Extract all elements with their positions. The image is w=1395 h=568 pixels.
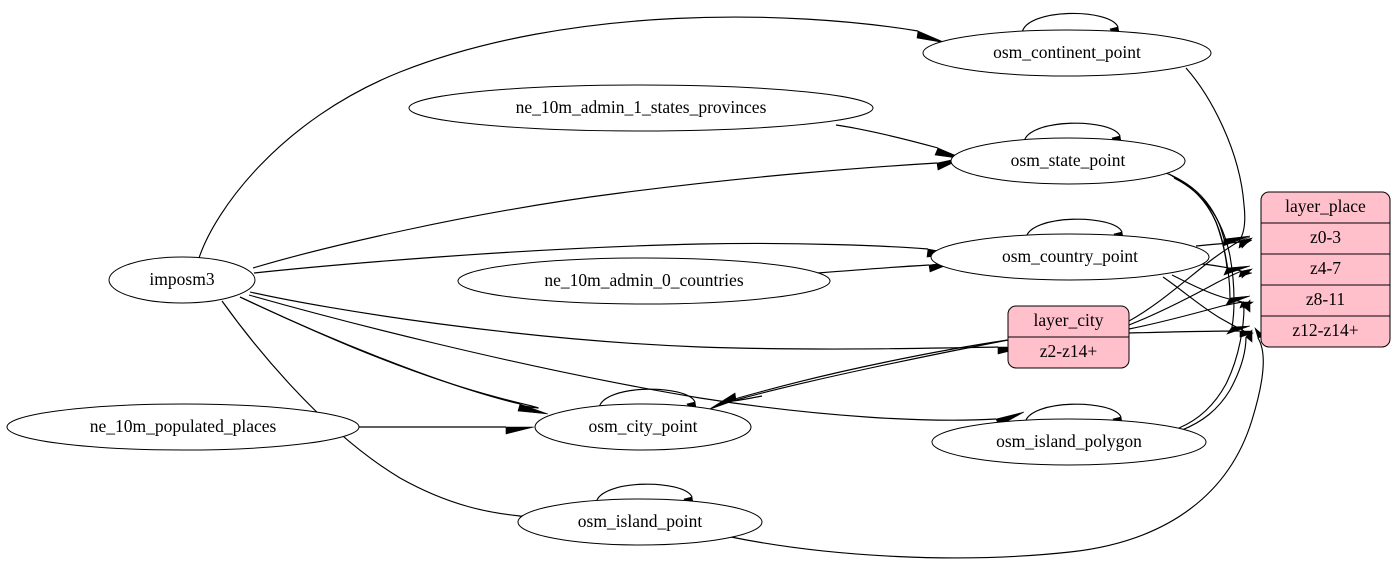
nodes-layer: imposm3 ne_10m_admin_1_states_provinces … [6, 29, 1391, 546]
node-label-ne_10m_admin_1_states_provinces: ne_10m_admin_1_states_provinces [516, 97, 767, 117]
edge-imposm3-to-osm_continent_point [198, 16, 947, 259]
record-row-layer_place-2[interactable]: z8-11 [1306, 289, 1345, 309]
edge-layer_city-to-osm_city_point [707, 339, 1009, 411]
edge-osm_continent_point-to-layer_place-z0-3 [1185, 67, 1251, 244]
node-osm_continent_point[interactable]: osm_continent_point [922, 29, 1212, 77]
record-title-layer_city: layer_city [1034, 310, 1104, 330]
record-row-layer_place-1[interactable]: z4-7 [1310, 258, 1341, 278]
edge-osm_island_polygon-to-layer_place-z12-z14 [1181, 329, 1253, 431]
node-label-osm_island_point: osm_island_point [578, 511, 703, 531]
node-label-ne_10m_populated_places: ne_10m_populated_places [90, 416, 277, 436]
edge-layer_city-to-layer_place-z0-3 [1128, 237, 1253, 322]
node-osm_country_point[interactable]: osm_country_point [930, 233, 1210, 281]
node-label-osm_continent_point: osm_continent_point [993, 42, 1141, 62]
node-ne_10m_admin_0_countries[interactable]: ne_10m_admin_0_countries [457, 257, 831, 305]
node-imposm3[interactable]: imposm3 [108, 256, 256, 304]
node-label-imposm3: imposm3 [149, 269, 214, 289]
record-row-layer_place-0[interactable]: z0-3 [1310, 227, 1341, 247]
edge-layer_city-to-layer_place-z4-7 [1128, 268, 1254, 326]
node-label-ne_10m_admin_0_countries: ne_10m_admin_0_countries [544, 270, 743, 290]
node-ne_10m_populated_places[interactable]: ne_10m_populated_places [6, 403, 360, 451]
node-osm_city_point[interactable]: osm_city_point [534, 403, 752, 451]
edge-osm_island_polygon-to-layer_place-z8-11 [1178, 299, 1251, 429]
edge-layer_city-to-layer_place-z12-z14 [1128, 330, 1253, 338]
edge-imposm3-to-osm_state_point [252, 156, 966, 269]
node-label-osm_city_point: osm_city_point [589, 416, 698, 436]
edge-imposm3-to-osm_city_point [239, 296, 549, 415]
node-label-osm_island_polygon: osm_island_polygon [996, 431, 1142, 451]
edge-osm_state_point-to-layer_place-z0-3 [1165, 172, 1251, 247]
node-label-osm_country_point: osm_country_point [1002, 246, 1138, 266]
node-osm_island_polygon[interactable]: osm_island_polygon [931, 418, 1207, 466]
record-node-layer_city[interactable]: layer_city z2-z14+ [1007, 305, 1130, 369]
node-ne_10m_admin_1_states_provinces[interactable]: ne_10m_admin_1_states_provinces [408, 84, 874, 132]
edge-ne_admin1-to-osm_state_point [835, 124, 965, 160]
node-osm_island_point[interactable]: osm_island_point [517, 498, 763, 546]
record-row-layer_city-0[interactable]: z2-z14+ [1040, 341, 1098, 361]
node-label-osm_state_point: osm_state_point [1011, 150, 1126, 170]
node-osm_state_point[interactable]: osm_state_point [950, 137, 1186, 185]
record-title-layer_place: layer_place [1285, 196, 1366, 216]
edge-osm_country_point-to-layer_place-z8-11 [1171, 274, 1253, 309]
record-row-layer_place-3[interactable]: z12-z14+ [1292, 320, 1358, 340]
edge-ne_populated-to-osm_city_point [359, 426, 535, 435]
record-node-layer_place[interactable]: layer_place z0-3 z4-7 z8-11 z12-z14+ [1260, 191, 1391, 348]
